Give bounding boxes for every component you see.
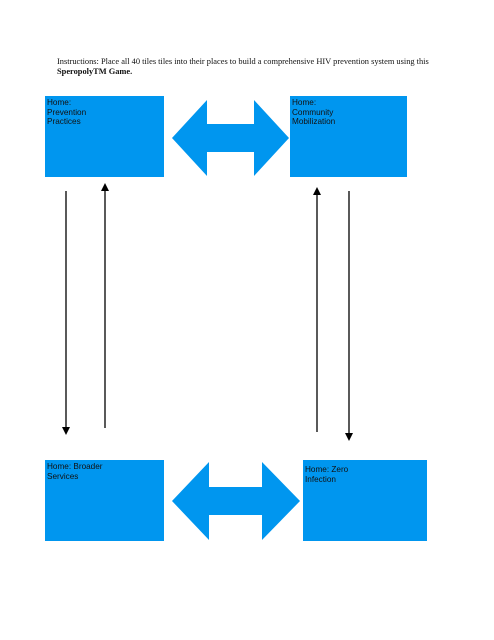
instructions-body: Instructions: Place all 40 tiles tiles i…	[57, 57, 429, 66]
box-zero-infection: Home: Zero Infection	[303, 460, 427, 541]
box-label-line: Services	[47, 471, 79, 481]
box-label-line: Community	[292, 107, 334, 117]
box-community-mobilization: Home: Community Mobilization	[290, 96, 407, 177]
box-broader-services: Home: Broader Services	[45, 460, 164, 541]
box-label-line: Home: Broader	[47, 462, 103, 471]
box-label-line: Home:	[292, 98, 317, 107]
instructions-text: Instructions: Place all 40 tiles tiles i…	[57, 57, 437, 77]
instructions-game-name: SperopolyTM Game.	[57, 67, 133, 76]
box-label-line: Mobilization	[292, 117, 336, 127]
box-label-line: Home: Zero	[305, 465, 349, 474]
box-label-line: Infection	[305, 474, 336, 484]
box-label-line: Prevention	[47, 107, 87, 117]
double-arrow-bottom	[172, 462, 300, 540]
box-label-line: Practices	[47, 117, 81, 127]
box-prevention-practices: Home: Prevention Practices	[45, 96, 164, 177]
double-arrow-top	[172, 100, 289, 176]
box-label-line: Home:	[47, 98, 72, 107]
